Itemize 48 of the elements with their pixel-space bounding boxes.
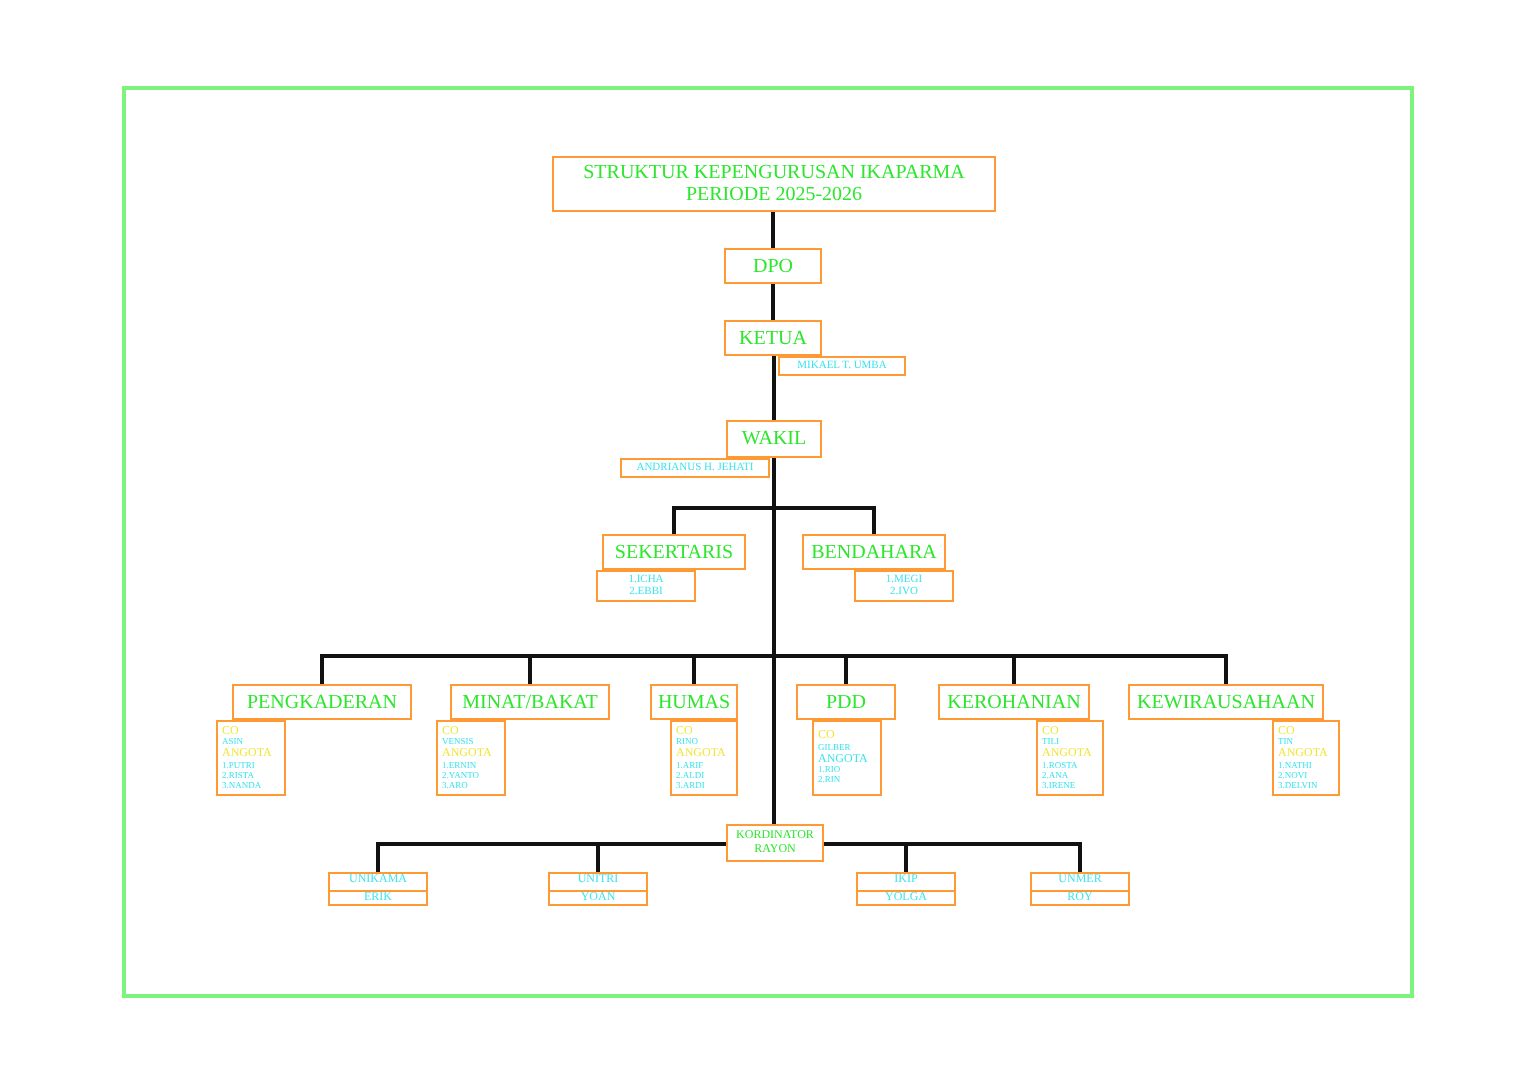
- member-box: [216, 720, 286, 796]
- position-title: MINAT/BAKAT: [462, 691, 598, 713]
- position-title: PENGKADERAN: [247, 691, 397, 713]
- member-box: [812, 720, 882, 796]
- connector-line: [771, 284, 775, 320]
- connector-line: [772, 458, 776, 824]
- position-box: [796, 684, 896, 720]
- position-title: PDD: [825, 691, 866, 713]
- position-box: [602, 534, 746, 570]
- position-box: [1128, 684, 1324, 720]
- campus-box: [856, 872, 956, 906]
- connector-line: [771, 212, 775, 248]
- position-title: KETUA: [739, 327, 807, 349]
- member-box: [1036, 720, 1104, 796]
- position-title: KEWIRAUSAHAAN: [1137, 691, 1315, 713]
- connector-line: [596, 842, 726, 872]
- position-box: [450, 684, 610, 720]
- title-text: STRUKTUR KEPENGURUSAN IKAPARMA PERIODE 2025-2026: [581, 162, 967, 206]
- connector-line: [772, 356, 776, 420]
- position-title: WAKIL: [741, 428, 807, 450]
- position-box: [724, 320, 822, 356]
- name-box: [620, 458, 770, 478]
- campus-box: [1030, 872, 1130, 906]
- member-box: [436, 720, 506, 796]
- connector-line: [774, 654, 1228, 684]
- name-box: [854, 570, 954, 602]
- position-title: BENDAHARA: [811, 541, 937, 563]
- connector-line: [692, 654, 774, 684]
- member-box: [1272, 720, 1340, 796]
- position-title: DPO: [752, 255, 793, 277]
- position-title: SEKERTARIS: [614, 541, 734, 563]
- position-box: [232, 684, 412, 720]
- name-box: [596, 570, 696, 602]
- position-title: HUMAS: [657, 691, 731, 713]
- position-box: [724, 248, 822, 284]
- position-title: KEROHANIAN: [947, 691, 1081, 713]
- connector-line: [774, 506, 876, 534]
- position-box: [726, 420, 822, 458]
- name-box: [778, 356, 906, 376]
- position-box: [650, 684, 738, 720]
- campus-box: [548, 872, 648, 906]
- position-box: [726, 824, 824, 862]
- position-box: [938, 684, 1090, 720]
- connector-line: [672, 506, 774, 534]
- position-box: [802, 534, 946, 570]
- member-box: [670, 720, 738, 796]
- title-box: [552, 156, 996, 212]
- campus-box: [328, 872, 428, 906]
